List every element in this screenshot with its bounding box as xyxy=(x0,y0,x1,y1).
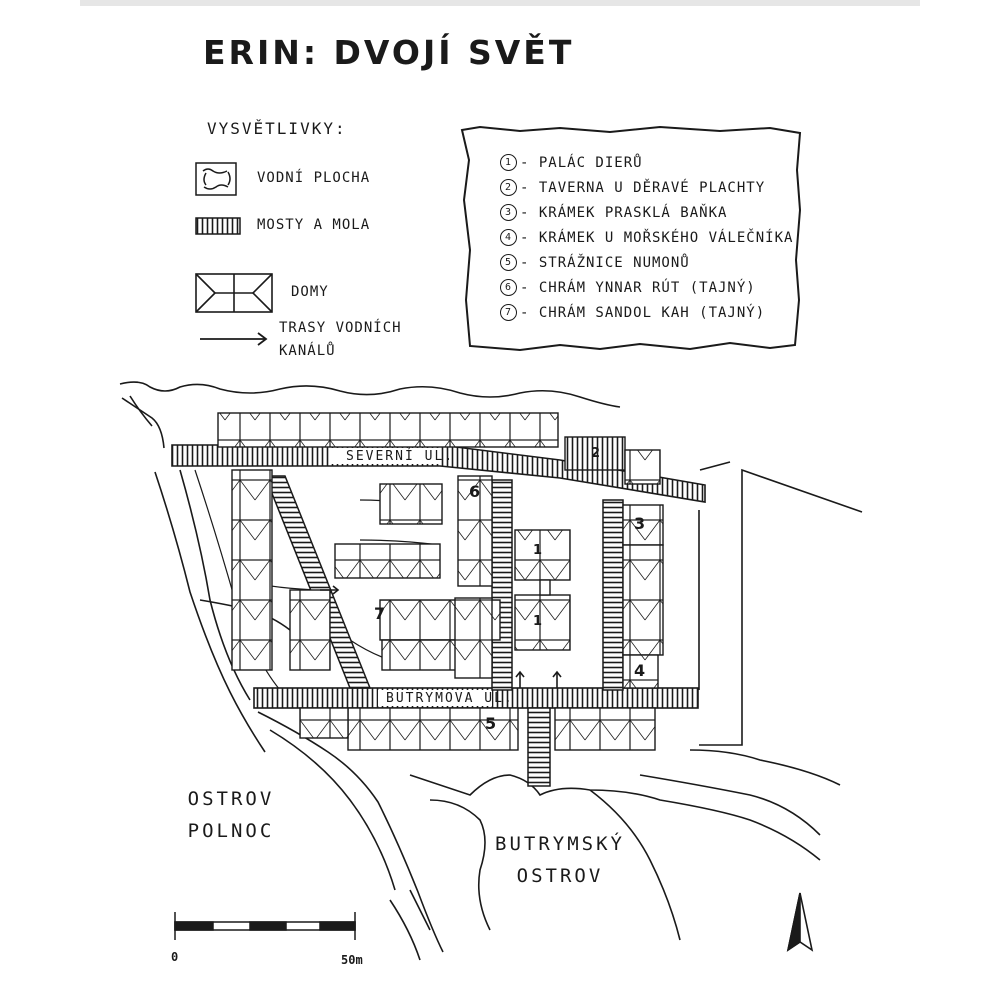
legend-house-label: DOMY xyxy=(291,284,329,300)
building-number-3: 3 xyxy=(634,514,646,533)
legend-water-label: VODNÍ PLOCHA xyxy=(257,170,371,186)
map-title: ERIN: DVOJÍ SVĚT xyxy=(203,33,575,72)
shoreline xyxy=(119,381,863,961)
north-arrow-icon xyxy=(786,892,814,952)
building-number-4: 4 xyxy=(634,661,646,680)
key-box xyxy=(460,125,802,352)
key-label: - KRÁMEK U MOŘSKÉHO VÁLEČNÍKA xyxy=(520,229,794,246)
legend-bridge-label: MOSTY A MOLA xyxy=(257,217,371,233)
legend-house-symbol xyxy=(195,273,273,313)
key-label: - TAVERNA U DĚRAVÉ PLACHTY xyxy=(520,179,766,196)
building-number-5: 5 xyxy=(485,714,497,733)
bridges xyxy=(263,475,624,787)
key-number: 4 xyxy=(500,229,517,246)
legend-canal-label-2: KANÁLŮ xyxy=(279,343,336,359)
island-polnoc: OSTROV POLNOC xyxy=(176,783,286,847)
key-number: 1 xyxy=(500,154,517,171)
key-item: 7- CHRÁM SANDOL KAH (TAJNÝ) xyxy=(500,300,793,325)
scale-end-label: 50m xyxy=(341,953,363,967)
key-list: 1- PALÁC DIERŮ 2- TAVERNA U DĚRAVÉ PLACH… xyxy=(500,150,793,325)
legend-heading: VYSVĚTLIVKY: xyxy=(207,119,347,138)
building-number-2: 2 xyxy=(591,446,601,461)
street-label-north: SEVERNÍ UL. xyxy=(346,449,455,464)
key-number: 7 xyxy=(500,304,517,321)
legend-canal-label: TRASY VODNÍCH xyxy=(279,320,402,336)
island-polnoc-line2: POLNOC xyxy=(187,820,275,842)
key-number: 5 xyxy=(500,254,517,271)
island-butrym-line2: OSTROV xyxy=(516,865,604,887)
key-label: - STRÁŽNICE NUMONŮ xyxy=(520,254,690,271)
key-number: 3 xyxy=(500,204,517,221)
building-number-6: 6 xyxy=(469,482,481,501)
building-number-1b: 1 xyxy=(533,614,543,629)
key-item: 5- STRÁŽNICE NUMONŮ xyxy=(500,250,793,275)
key-item: 6- CHRÁM YNNAR RÚT (TAJNÝ) xyxy=(500,275,793,300)
houses xyxy=(217,412,664,751)
key-number: 6 xyxy=(500,279,517,296)
island-butrym: BUTRYMSKÝ OSTROV xyxy=(490,828,630,892)
key-label: - CHRÁM YNNAR RÚT (TAJNÝ) xyxy=(520,279,756,296)
building-number-7: 7 xyxy=(374,604,386,623)
scale-bar xyxy=(174,912,356,940)
building-number-1a: 1 xyxy=(533,543,543,558)
island-butrym-line1: BUTRYMSKÝ xyxy=(495,833,625,855)
key-number: 2 xyxy=(500,179,517,196)
page-top-border xyxy=(80,0,920,6)
island-polnoc-line1: OSTROV xyxy=(187,788,275,810)
key-item: 3- KRÁMEK PRASKLÁ BAŇKA xyxy=(500,200,793,225)
street-label-south: BUTRYMOVA UL. xyxy=(386,691,514,706)
legend-bridge-symbol xyxy=(195,217,241,235)
key-item: 1- PALÁC DIERŮ xyxy=(500,150,793,175)
legend-arrow-symbol xyxy=(200,332,268,346)
canal-arrows xyxy=(320,585,562,688)
legend-water-symbol xyxy=(195,162,237,196)
scale-start-label: 0 xyxy=(171,950,179,964)
key-item: 2- TAVERNA U DĚRAVÉ PLACHTY xyxy=(500,175,793,200)
street-severni xyxy=(171,444,706,503)
key-item: 4- KRÁMEK U MOŘSKÉHO VÁLEČNÍKA xyxy=(500,225,793,250)
key-label: - KRÁMEK PRASKLÁ BAŇKA xyxy=(520,204,728,221)
key-label: - CHRÁM SANDOL KAH (TAJNÝ) xyxy=(520,304,766,321)
key-label: - PALÁC DIERŮ xyxy=(520,154,643,171)
